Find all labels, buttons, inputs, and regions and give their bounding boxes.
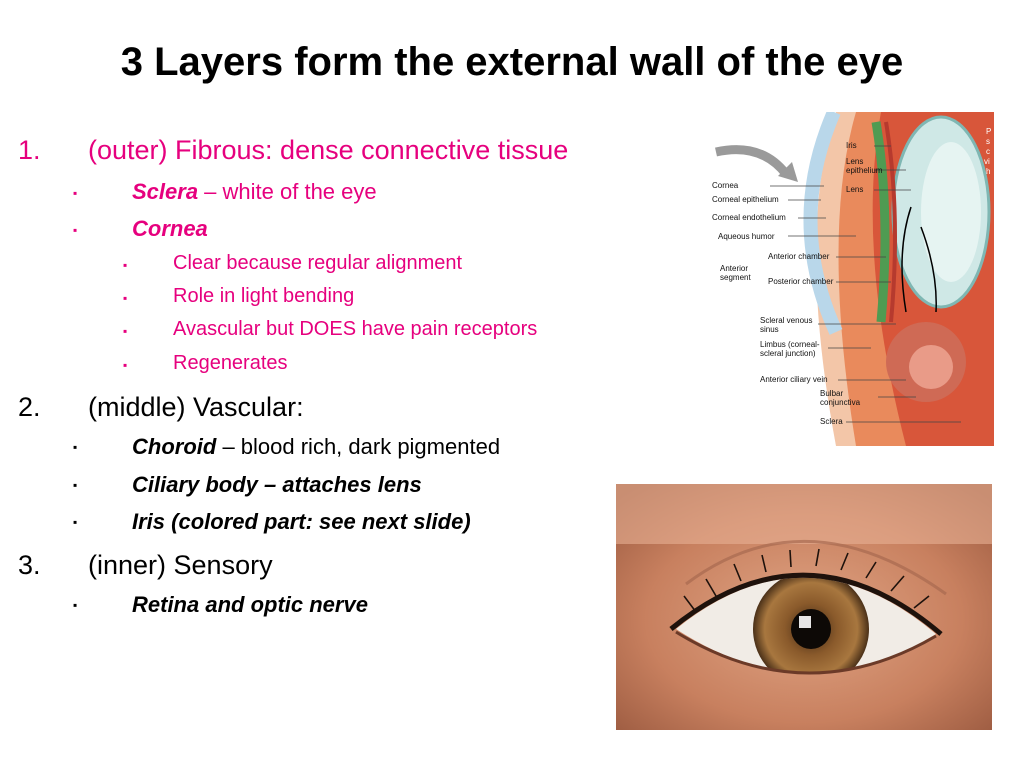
slide-title: 3 Layers form the external wall of the e…	[120, 40, 904, 84]
bullet-marker: ▪	[73, 478, 78, 492]
eye-anatomy-diagram: Iris Lens epithelium Lens Cornea Corneal…	[706, 112, 994, 446]
list-item-middle-vascular: (middle) Vascular:	[88, 392, 304, 422]
list-item-light-bending: Role in light bending	[173, 285, 355, 307]
label-limbus-2: scleral junction)	[760, 349, 816, 358]
list-item-clear: Clear because regular alignment	[173, 252, 463, 274]
bullet-marker: ▪	[123, 258, 128, 272]
label-limbus-1: Limbus (corneal-	[760, 340, 820, 349]
list-item-outer-fibrous: (outer) Fibrous: dense connective tissue	[88, 135, 569, 165]
list-item-ciliary-body: Ciliary body – attaches lens	[132, 472, 422, 497]
eye-photo	[616, 484, 992, 730]
label-sclera: Sclera	[820, 417, 843, 426]
label-iris: Iris	[846, 141, 857, 150]
list-item-regenerates: Regenerates	[173, 352, 288, 374]
label-corneal-epithelium: Corneal epithelium	[712, 195, 779, 204]
list-item-inner-sensory: (inner) Sensory	[88, 550, 273, 580]
list-number-2: 2.	[18, 392, 41, 422]
list-item-retina: Retina and optic nerve	[132, 592, 368, 617]
bullet-marker: ▪	[73, 440, 78, 454]
list-item-cornea: Cornea	[132, 216, 208, 241]
list-item-choroid: Choroid – blood rich, dark pigmented	[132, 434, 501, 459]
cropped-text-5: h	[986, 167, 990, 176]
label-lens-epithelium-2: epithelium	[846, 166, 883, 175]
bullet-marker: ▪	[73, 223, 78, 237]
bullet-marker: ▪	[73, 186, 78, 200]
label-anterior-chamber: Anterior chamber	[768, 252, 830, 261]
label-scleral-venous-1: Scleral venous	[760, 316, 812, 325]
label-bulbar-2: conjunctiva	[820, 398, 861, 407]
list-item-sclera: Sclera – white of the eye	[132, 179, 377, 204]
label-aqueous-humor: Aqueous humor	[718, 232, 775, 241]
list-item-avascular: Avascular but DOES have pain receptors	[173, 318, 538, 340]
cropped-text-2: s	[986, 137, 990, 146]
bullet-marker: ▪	[73, 598, 78, 612]
cropped-text-1: P	[986, 127, 991, 136]
label-corneal-endothelium: Corneal endothelium	[712, 213, 786, 222]
label-lens: Lens	[846, 185, 863, 194]
pointer-arrow-icon	[715, 145, 790, 177]
bullet-marker: ▪	[123, 358, 128, 372]
bullet-marker: ▪	[123, 324, 128, 338]
list-item-iris: Iris (colored part: see next slide)	[132, 509, 471, 534]
bullet-marker: ▪	[123, 291, 128, 305]
label-scleral-venous-2: sinus	[760, 325, 779, 334]
list-number-1: 1.	[18, 135, 41, 165]
bullet-marker: ▪	[73, 515, 78, 529]
label-posterior-chamber: Posterior chamber	[768, 277, 834, 286]
cropped-text-4: vi	[984, 157, 990, 166]
list-number-3: 3.	[18, 550, 41, 580]
label-bulbar-1: Bulbar	[820, 389, 843, 398]
cropped-text-3: c	[986, 147, 990, 156]
label-anterior-segment-2: segment	[720, 273, 751, 282]
label-lens-epithelium-1: Lens	[846, 157, 863, 166]
label-anterior-ciliary-vein: Anterior ciliary vein	[760, 375, 828, 384]
pupil-shape	[791, 609, 831, 649]
label-anterior-segment-1: Anterior	[720, 264, 748, 273]
label-cornea: Cornea	[712, 181, 739, 190]
